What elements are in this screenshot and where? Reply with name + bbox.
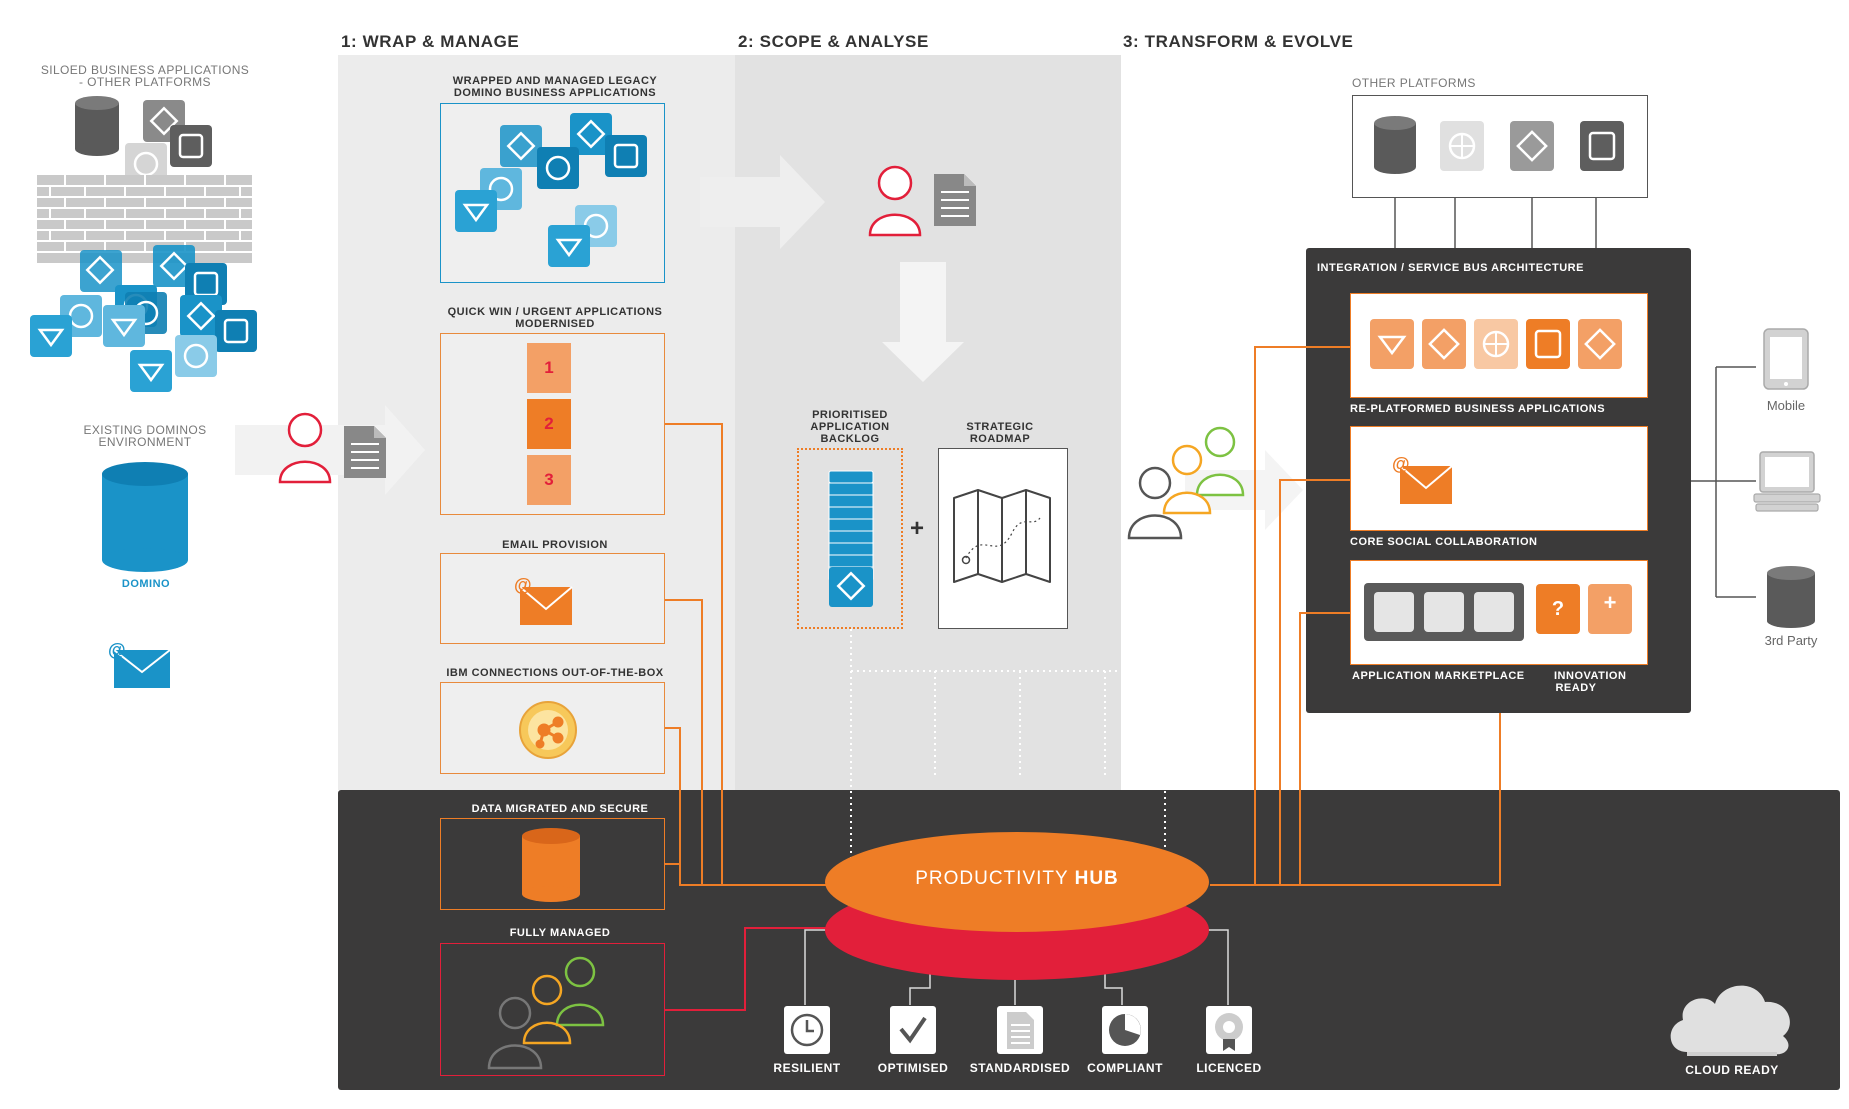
siloed-label-1: SILOED BUSINESS APPLICATIONS <box>40 63 250 77</box>
cloud-icon <box>1670 985 1790 1056</box>
domino-label: DOMINO <box>121 578 171 590</box>
document-icon <box>344 426 386 478</box>
person-icon-phase2 <box>868 165 922 237</box>
resilient-icon <box>784 1006 830 1054</box>
wrapped-label-2: DOMINO BUSINESS APPLICATIONS <box>453 87 657 99</box>
platform-connectors <box>1394 198 1597 248</box>
database-icon <box>75 96 119 156</box>
integration-label: INTEGRATION / SERVICE BUS ARCHITECTURE <box>1317 262 1584 274</box>
priority-1: 1 <box>527 343 571 393</box>
team-icon-managed <box>487 956 605 1070</box>
outcome-compliant: COMPLIANT <box>1087 1061 1163 1075</box>
licenced-icon <box>1206 1006 1252 1054</box>
outcome-resilient: RESILIENT <box>773 1061 841 1075</box>
map-icon <box>953 489 1051 583</box>
email-icon-core: @ <box>1392 454 1453 504</box>
email-provision-label: EMAIL PROVISION <box>502 539 608 551</box>
data-migrated-box <box>440 818 665 910</box>
phase-transform-title: 3: TRANSFORM & EVOLVE <box>1123 32 1354 51</box>
svg-text:@: @ <box>514 575 532 595</box>
core-social-box <box>1350 426 1648 531</box>
tablet-icon <box>1763 328 1809 390</box>
other-platforms-label: OTHER PLATFORMS <box>1352 76 1476 90</box>
existing-label-2: ENVIRONMENT <box>98 435 192 449</box>
ibm-connections-label: IBM CONNECTIONS OUT-OF-THE-BOX <box>446 667 664 679</box>
roadmap-label-1: STRATEGIC <box>966 421 1034 433</box>
replatformed-tiles <box>1370 319 1622 369</box>
productivity-hub <box>825 832 1209 980</box>
backlog-label-2: APPLICATION <box>810 421 890 433</box>
outcome-optimised: OPTIMISED <box>877 1061 949 1075</box>
domino-database-icon <box>102 462 188 572</box>
question-tile: ? <box>1536 584 1580 634</box>
transition-arrow-2 <box>700 155 825 249</box>
person-icon <box>278 412 332 484</box>
blue-app-tiles <box>30 245 257 392</box>
priority-3: 3 <box>527 455 571 505</box>
siloed-apps-illustration <box>30 96 257 392</box>
wrapped-label-1: WRAPPED AND MANAGED LEGACY <box>452 75 658 87</box>
quickwin-label-2: MODERNISED <box>515 318 595 330</box>
backlog-box <box>797 448 903 629</box>
backlog-label-3: BACKLOG <box>820 433 880 445</box>
laptop-icon <box>1753 451 1821 512</box>
cloud-ready-label: CLOUD READY <box>1685 1063 1779 1077</box>
priority-2: 2 <box>527 399 571 449</box>
database-icon-grey <box>1374 116 1416 174</box>
email-icon-orange: @ <box>514 575 573 625</box>
mobile-label: Mobile <box>1766 398 1806 413</box>
phase-scope-title: 2: SCOPE & ANALYSE <box>738 32 929 51</box>
phase-wrap-title: 1: WRAP & MANAGE <box>341 32 520 51</box>
fully-managed-box <box>440 943 665 1076</box>
quickwin-label-1: QUICK WIN / URGENT APPLICATIONS <box>447 306 663 318</box>
replatformed-label: RE-PLATFORMED BUSINESS APPLICATIONS <box>1350 403 1606 415</box>
document-icon-phase2 <box>934 174 976 226</box>
down-arrow <box>882 262 964 382</box>
plus-sign: + <box>910 515 925 542</box>
svg-text:@: @ <box>108 640 126 660</box>
outcome-standardised: STANDARDISED <box>969 1061 1071 1075</box>
email-icon-left: @ <box>108 640 171 688</box>
innovation-label-1: INNOVATION <box>1554 670 1627 682</box>
backlog-dotted-connectors <box>850 629 1166 880</box>
siloed-label-2: - OTHER PLATFORMS <box>79 75 211 89</box>
innovation-label-2: READY <box>1555 682 1597 694</box>
database-icon-3rd-party <box>1767 566 1815 628</box>
core-social-label: CORE SOCIAL COLLABORATION <box>1350 536 1538 548</box>
svg-text:@: @ <box>1392 454 1410 474</box>
outcome-licenced: LICENCED <box>1196 1061 1262 1075</box>
team-icon-phase3 <box>1127 426 1245 540</box>
database-icon-orange <box>522 828 580 902</box>
backlog-label-1: PRIORITISED <box>812 409 888 421</box>
productivity-hub-label: PRODUCTIVITY HUB <box>825 868 1209 890</box>
existing-label-1: EXISTING DOMINOS <box>83 423 207 437</box>
marketplace-label: APPLICATION MARKETPLACE <box>1352 670 1525 682</box>
device-connectors <box>1691 366 1756 598</box>
optimised-icon <box>890 1006 936 1054</box>
roadmap-label-2: ROADMAP <box>969 433 1031 445</box>
hub-label-prefix: PRODUCTIVITY <box>915 868 1075 889</box>
transition-arrow-3 <box>1185 450 1303 530</box>
other-platforms-icons <box>1374 116 1624 174</box>
standardised-icon <box>997 1006 1043 1054</box>
marketplace-icon <box>1364 583 1524 641</box>
fully-managed-label: FULLY MANAGED <box>509 927 611 939</box>
plus-tile: + <box>1588 584 1632 634</box>
backlog-stack-icon <box>828 470 874 607</box>
wrapped-blue-tiles <box>455 113 647 267</box>
compliant-icon <box>1102 1006 1148 1054</box>
third-party-label: 3rd Party <box>1764 633 1818 648</box>
data-migrated-label: DATA MIGRATED AND SECURE <box>471 803 649 815</box>
hub-label-suffix: HUB <box>1074 868 1119 889</box>
ibm-connections-icon <box>519 701 577 759</box>
